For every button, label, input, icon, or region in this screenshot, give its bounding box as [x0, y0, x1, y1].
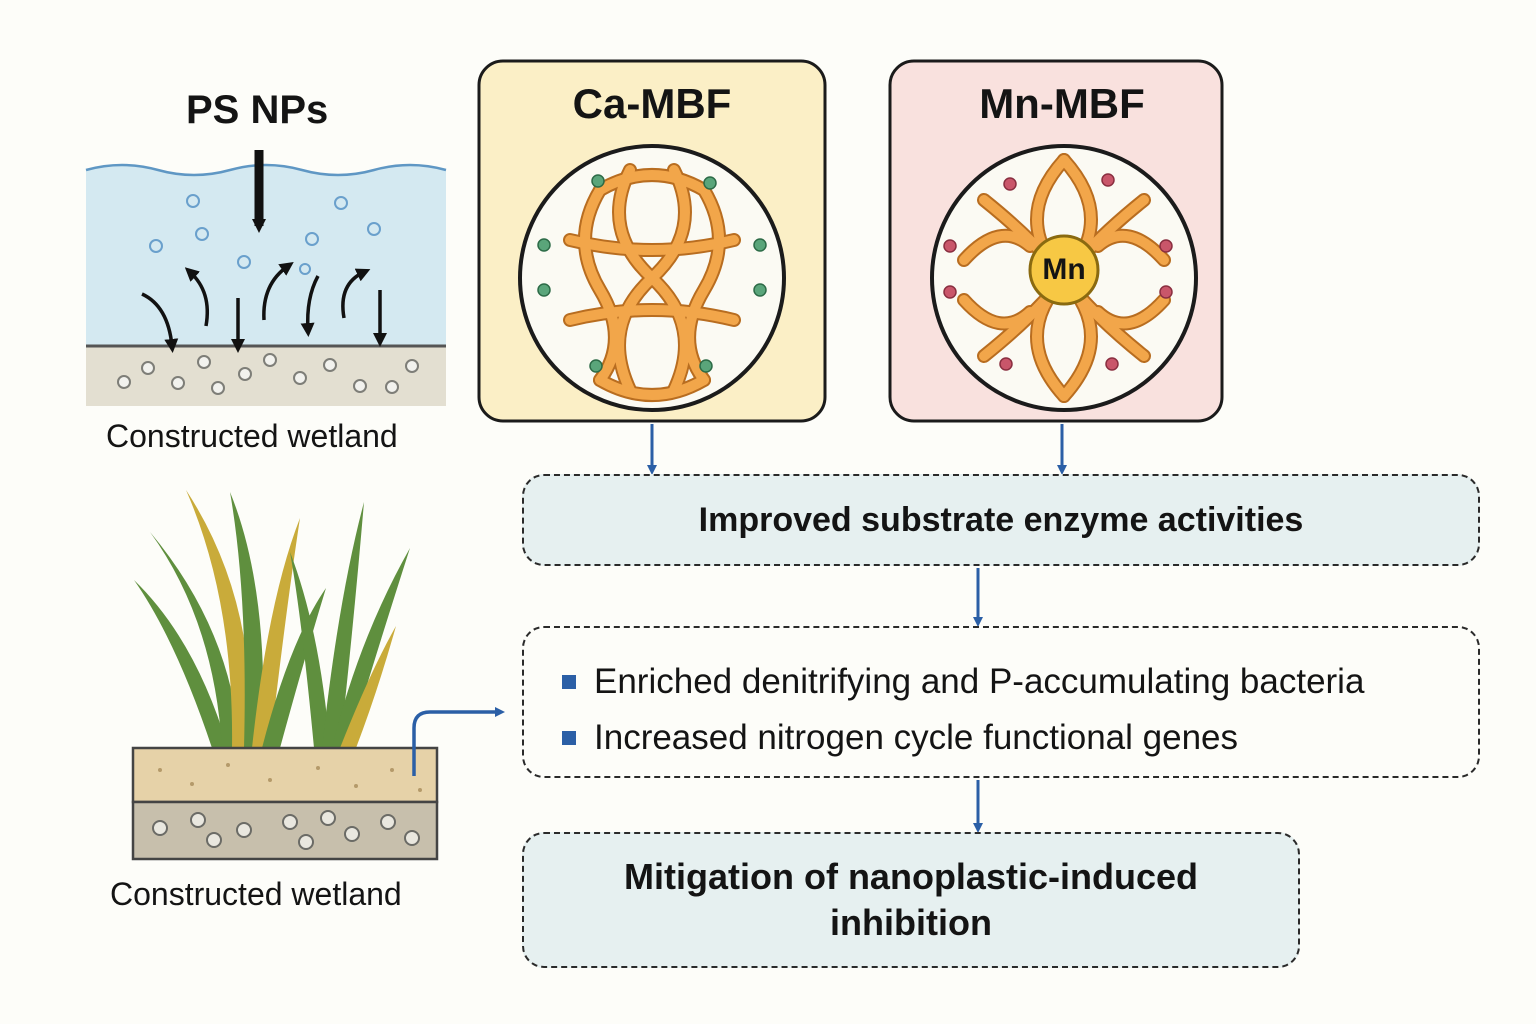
mitigation-text: Mitigation of nanoplastic-induced inhibi… [624, 856, 1198, 943]
nanoplastic-particles [149, 194, 381, 275]
mn-core-label: Mn [1042, 253, 1086, 286]
bullet-text: Enriched denitrifying and P-accumulating… [594, 662, 1365, 701]
bullet-square-icon [562, 675, 576, 689]
bacteria-genes-box: Enriched denitrifying and P-accumulating… [522, 626, 1480, 778]
mn-core-circle [1028, 234, 1100, 306]
ca-mbf-title: Ca-MBF [572, 80, 732, 127]
bullet-text: Increased nitrogen cycle functional gene… [594, 718, 1239, 757]
soil-top-layer [131, 746, 439, 804]
mn-ion-dots [943, 173, 1173, 371]
wetland-scene [131, 490, 505, 861]
water-surface-line [85, 163, 447, 177]
plant-leaves [134, 490, 410, 748]
enzyme-activity-box: Improved substrate enzyme activities [522, 474, 1480, 566]
settling-arrows [141, 262, 387, 353]
soil-specks [158, 763, 422, 792]
wetland-outflow-arrow [412, 707, 505, 776]
water-scene [85, 150, 447, 406]
constructed-wetland-caption-bottom: Constructed wetland [110, 876, 402, 912]
enzyme-activity-text: Improved substrate enzyme activities [698, 500, 1304, 539]
sediment-particles [117, 353, 419, 395]
water-body [86, 165, 446, 346]
mitigation-box: Mitigation of nanoplastic-induced inhibi… [522, 832, 1300, 968]
ps-nps-label: PS NPs [186, 88, 329, 132]
bullet-item: Enriched denitrifying and P-accumulating… [562, 654, 1478, 710]
mn-mbf-title: Mn-MBF [979, 80, 1145, 127]
soil-bottom-layer [131, 800, 439, 861]
flow-arrows [647, 424, 1067, 833]
bullet-square-icon [562, 731, 576, 745]
constructed-wetland-caption-top: Constructed wetland [106, 418, 398, 454]
bullet-item: Increased nitrogen cycle functional gene… [562, 710, 1478, 766]
ca-mbf-card [477, 59, 827, 423]
mn-mbf-card [888, 59, 1224, 423]
ca-ion-dots [537, 174, 767, 373]
gravel-particles [152, 810, 420, 850]
